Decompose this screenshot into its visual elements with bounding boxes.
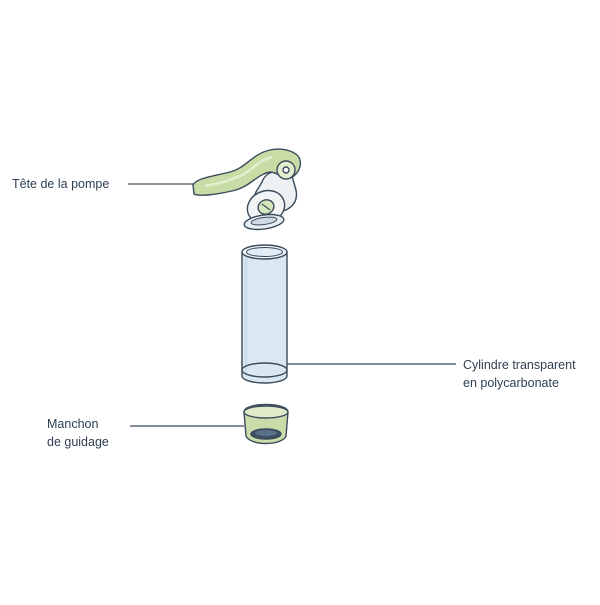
label-sleeve-line1: Manchon — [47, 417, 99, 431]
pump-head — [192, 148, 302, 231]
cylinder-top-rim-inner — [246, 247, 283, 257]
pump-head-handle-highlight — [204, 155, 273, 188]
label-cylinder: Cylindre transparent en polycarbonate — [463, 356, 576, 392]
label-pump-head-text: Tête de la pompe — [12, 177, 110, 191]
label-sleeve-line2: de guidage — [47, 435, 109, 449]
pump-head-valve-mark — [261, 203, 271, 211]
pump-head-seal-inner — [250, 216, 278, 226]
guide-sleeve — [243, 403, 289, 445]
label-sleeve: Manchon de guidage — [47, 415, 109, 451]
pump-head-hinge-pin — [282, 166, 290, 174]
label-cylinder-line2: en polycarbonate — [463, 376, 559, 390]
cylinder-body — [241, 251, 288, 384]
guide-sleeve-opening-rim — [255, 430, 277, 436]
label-cylinder-line1: Cylindre transparent — [463, 358, 576, 372]
cylinder — [241, 244, 288, 384]
label-pump-head: Tête de la pompe — [12, 175, 109, 193]
guide-sleeve-top — [243, 405, 289, 419]
cylinder-bottom-ring — [241, 362, 288, 378]
